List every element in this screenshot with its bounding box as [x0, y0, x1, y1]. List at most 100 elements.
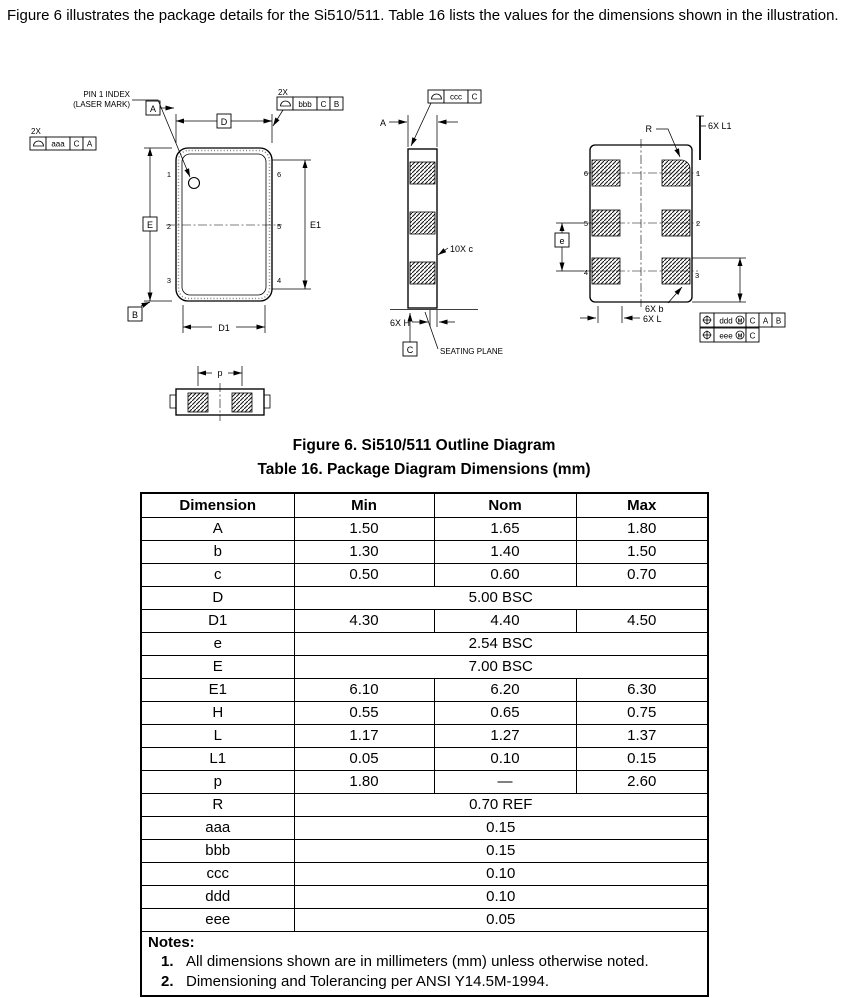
laser-mark-label: (LASER MARK): [73, 100, 130, 109]
table-cell: 0.70: [575, 562, 709, 587]
datum-b-label: B: [132, 310, 138, 320]
mmc-modifier-icon: [735, 330, 745, 340]
dim-label-c: 10X c: [450, 244, 474, 254]
dim-label-E1: E1: [310, 220, 321, 230]
table-cell: 0.75: [575, 700, 709, 725]
dim-label-H: 6X H: [390, 318, 410, 328]
table-cell: aaa: [140, 815, 295, 840]
fcf-eee-label: eee: [719, 332, 733, 341]
table-cell: eee: [140, 907, 295, 932]
side-view: A ccc C 10X c 6X H C SEATING PLANE: [380, 89, 503, 357]
profile-symbol-icon: [280, 100, 291, 107]
front-view: D A 2X bbb C B 2X aaa C A E B: [29, 88, 344, 333]
fcf-bbb-datum2: B: [334, 100, 339, 109]
table-title: Table 16. Package Diagram Dimensions (mm…: [257, 461, 591, 478]
table-cell: 0.05: [293, 907, 709, 932]
notes-row: Notes: 1.All dimensions shown are in mil…: [140, 930, 709, 997]
table-cell: ddd: [140, 884, 295, 909]
table-cell: 0.05: [293, 746, 435, 771]
table-cell: 1.40: [433, 539, 577, 564]
fcf-ccc-label: ccc: [450, 93, 462, 102]
section-view: p: [169, 366, 271, 421]
datum-c-label: C: [407, 345, 414, 355]
table-cell: 4.40: [433, 608, 577, 633]
outline-diagram: D A 2X bbb C B 2X aaa C A E B: [29, 88, 786, 421]
table-header-row: Dimension Min Nom Max: [140, 492, 709, 518]
table-cell: 4.50: [575, 608, 709, 633]
column-header: Min: [293, 492, 435, 518]
table-cell: 7.00 BSC: [293, 654, 709, 679]
dim-label-A: A: [380, 118, 386, 128]
note-item: 2.Dimensioning and Tolerancing per ANSI …: [161, 972, 550, 990]
fcf-eee-datum1: C: [750, 332, 756, 341]
basic-dim-box-e: [554, 232, 570, 248]
pin-number: 5: [277, 222, 281, 231]
table-cell: 2.54 BSC: [293, 631, 709, 656]
table-cell: 1.80: [293, 769, 435, 794]
mmc-modifier-letter: M: [738, 319, 743, 325]
column-header: Max: [575, 492, 709, 518]
pin1-index-mark: [187, 176, 201, 190]
pin-number: 3: [167, 276, 171, 285]
fcf-bbb-datum1: C: [321, 100, 327, 109]
table-cell: 4.30: [293, 608, 435, 633]
fcf-ddd-label: ddd: [719, 317, 732, 326]
table-cell: 0.10: [433, 746, 577, 771]
table-cell: bbb: [140, 838, 295, 863]
pin-number: 1: [167, 170, 171, 179]
table-cell: 1.17: [293, 723, 435, 748]
table-cell: D: [140, 585, 295, 610]
dim-label-L: 6X L: [643, 314, 662, 324]
dim-label-p: p: [217, 368, 222, 378]
table-cell: 0.10: [293, 861, 709, 886]
table-cell: 5.00 BSC: [293, 585, 709, 610]
profile-symbol-icon: [431, 93, 442, 100]
pin-number: 2: [696, 219, 700, 228]
table-cell: 0.65: [433, 700, 577, 725]
notes-label: Notes:: [148, 933, 195, 951]
table-cell: 0.55: [293, 700, 435, 725]
pin-number: 4: [584, 268, 588, 277]
fcf-ddd-datum3: B: [776, 317, 781, 326]
table-cell: 0.15: [293, 815, 709, 840]
table-cell: R: [140, 792, 295, 817]
fcf-aaa-datum2: A: [87, 140, 93, 149]
dim-label-R: R: [646, 124, 653, 134]
pin-number: 5: [584, 219, 588, 228]
pin1-pad-rounded: [661, 159, 691, 187]
pin-number: 6: [277, 170, 281, 179]
notes-cell: Notes: 1.All dimensions shown are in mil…: [140, 930, 709, 997]
table-cell: 2.60: [575, 769, 709, 794]
table-cell: 1.65: [433, 516, 577, 541]
table-cell: H: [140, 700, 295, 725]
basic-dim-box-D: [216, 113, 232, 129]
intro-paragraph: Figure 6 illustrates the package details…: [7, 7, 839, 24]
mmc-modifier-icon: [735, 315, 745, 325]
table-cell: b: [140, 539, 295, 564]
column-header: Dimension: [140, 492, 295, 518]
table-cell: 6.20: [433, 677, 577, 702]
qty-2x-label: 2X: [278, 88, 288, 97]
table-cell: c: [140, 562, 295, 587]
pin-number: 4: [277, 276, 281, 285]
table-cell: 1.37: [575, 723, 709, 748]
fcf-bbb-label: bbb: [298, 100, 312, 109]
table-cell: 6.30: [575, 677, 709, 702]
fcf-aaa-label: aaa: [51, 140, 65, 149]
fcf-ccc-datum1: C: [472, 93, 478, 102]
dim-label-e: e: [559, 236, 564, 246]
table-cell: p: [140, 769, 295, 794]
table-cell: L1: [140, 746, 295, 771]
position-symbol-icon: [702, 315, 712, 325]
table-cell: A: [140, 516, 295, 541]
